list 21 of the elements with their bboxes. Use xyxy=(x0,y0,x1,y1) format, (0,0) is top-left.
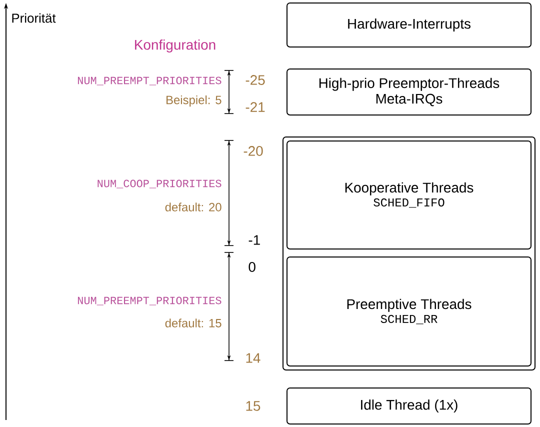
priority-number: -21 xyxy=(246,102,265,112)
priority-number: -20 xyxy=(244,146,263,156)
default-value: default: 20 xyxy=(165,202,222,212)
heading: Konfiguration xyxy=(135,40,216,52)
axis-label: Priorität xyxy=(12,13,56,23)
process-box: Hardware-Interrupts xyxy=(286,2,532,48)
group-box xyxy=(282,136,536,370)
priority-number: 15 xyxy=(246,401,260,411)
parameter-name: NUM_PREEMPT_PRIORITIES xyxy=(78,296,222,306)
process-box: Idle Thread (1x) xyxy=(286,388,532,424)
parameter-name: NUM_COOP_PRIORITIES xyxy=(98,180,222,188)
priority-number: 0 xyxy=(248,262,256,272)
example-value: Beispiel: 5 xyxy=(166,95,222,107)
process-box: Kooperative Threads SCHED_FIFO xyxy=(286,140,532,250)
priority-number: 14 xyxy=(246,353,260,363)
process-box: Preemptive Threads SCHED_RR xyxy=(286,256,532,366)
priority-number: -25 xyxy=(246,75,265,85)
priority-number: -1 xyxy=(248,235,260,245)
default-value: default: 15 xyxy=(165,318,222,328)
parameter-name: NUM_PREEMPT_PRIORITIES xyxy=(78,76,222,86)
process-box: High-prio Preemptor-Threads Meta-IRQs xyxy=(286,68,532,116)
